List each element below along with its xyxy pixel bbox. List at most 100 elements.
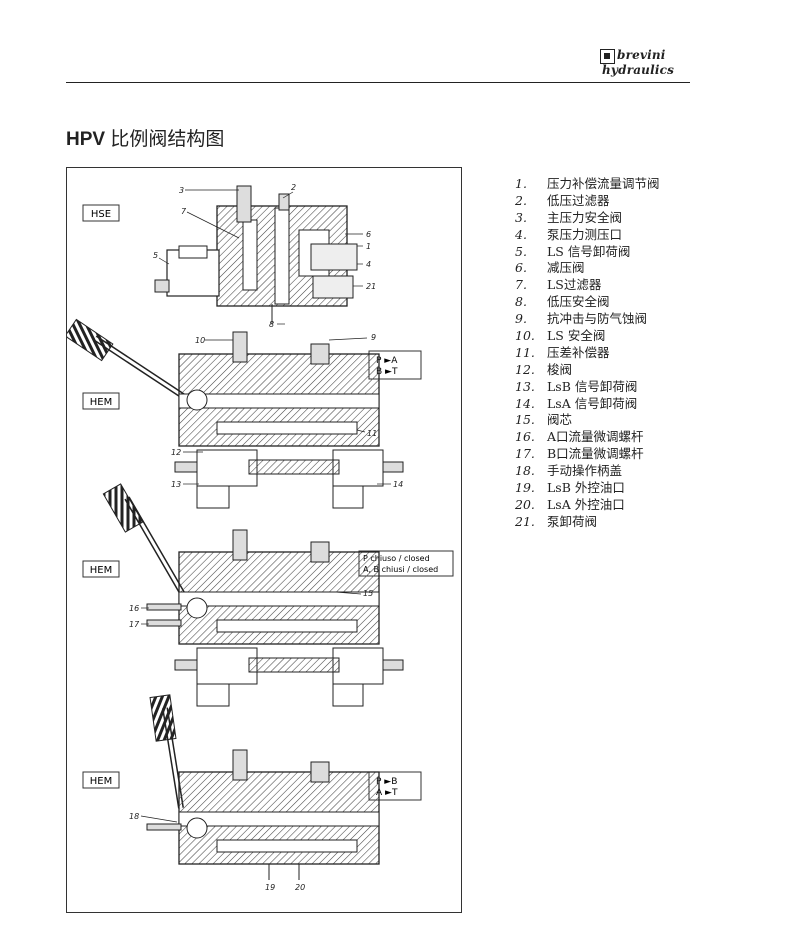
lever-pivot [186,597,208,619]
hse-relief-cartridge [236,185,252,223]
callout-21: 21 [366,282,376,291]
lever-grip [67,318,114,362]
legend-text: 压差补偿器 [547,344,610,360]
legend-item: 21. 泵卸荷阀 [515,514,745,531]
callout-1: 1 [366,242,371,251]
legend-number: 7. [515,277,527,293]
legend-number: 8. [515,294,527,310]
legend-text: LS过滤器 [547,277,602,293]
brand-line2: hydraulics [602,63,675,77]
valve-diagram: HSE HEM P ►A B ►T [67,183,454,892]
legend-text: 主压力安全阀 [547,209,623,225]
page-title: HPV 比例阀结构图 [66,124,224,151]
legend-number: 6. [515,260,527,276]
section-tag: HSE [91,209,111,220]
callout-8: 8 [269,320,274,329]
hse-bore [242,219,258,291]
legend-number: 20. [515,496,535,512]
legend-number: 21. [515,513,535,529]
hem-coil-a [332,683,364,707]
hem-plug-b [174,659,198,671]
section-tag-box [82,771,120,789]
legend-item: 16.A口流量微调螺杆 [515,429,745,446]
fine-adjust-screw-a [146,603,182,611]
legend-text: 压力补偿流量调节阀 [547,176,660,191]
hem-coil-b [196,485,230,509]
callout-4: 4 [366,260,371,269]
hem-compensator [216,421,358,435]
legend-number: 18. [515,463,535,479]
legend-item: 1. 压力补偿流量调节阀 [515,176,745,193]
legend-text: 低压安全阀 [547,294,610,310]
callout-16: 16 [129,604,139,613]
callout-10: 10 [195,336,205,345]
callout-19: 19 [265,883,275,892]
hem-spool [178,811,380,827]
section-tag: HEM [90,776,112,787]
legend-item: 8. 低压安全阀 [515,294,745,311]
hem-coil-b [196,683,230,707]
legend-item: 5.LS 信号卸荷阀 [515,244,745,261]
legend-number: 1. [515,176,527,191]
flow-line1: P ►B [376,777,397,787]
legend-text: LsA 信号卸荷阀 [547,395,638,411]
lever-cover-screw [146,823,182,831]
section-hse: HSE [82,185,358,324]
legend-text: 梭阀 [547,361,573,377]
hse-spool-bore [274,207,290,305]
hse-solenoid [310,243,358,271]
hem-plug-a [382,659,404,671]
hse-unload-valve [312,275,354,299]
legend-number: 2. [515,192,527,208]
lever-pivot [186,389,208,411]
legend-text: LsA 外控油口 [547,496,625,512]
hse-filter-cap [278,193,290,211]
callout-2: 2 [291,183,296,192]
hem-solenoid-a [332,647,384,685]
hem-plug-a [382,461,404,473]
legend-text: LsB 信号卸荷阀 [547,378,638,394]
legend-number: 11. [515,344,535,360]
hem-anti-shock [310,541,330,563]
brand-logo-icon [600,49,615,64]
legend-item: 14.LsA 信号卸荷阀 [515,396,745,413]
hem-solenoid-b [196,449,258,487]
legend-number: 5. [515,243,527,259]
hem-plug-b [174,461,198,473]
legend-item: 9.抗冲击与防气蚀阀 [515,311,745,328]
callout-15: 15 [363,589,373,598]
callout-12: 12 [171,448,181,457]
hem-compensator [216,839,358,853]
legend-text: 阀芯 [547,412,573,428]
legend-number: 12. [515,361,535,377]
legend-text: 减压阀 [547,260,585,276]
callout-18: 18 [129,812,139,821]
callout-5: 5 [153,251,158,260]
legend-text: 泵卸荷阀 [547,513,598,529]
lever-arm-inner [94,336,190,402]
hem-ls-relief [232,331,248,363]
legend-number: 19. [515,480,535,496]
legend-item: 18.手动操作柄盖 [515,463,745,480]
legend-number: 16. [515,429,535,445]
legend-item: 3.主压力安全阀 [515,210,745,227]
section-tag-box [82,392,120,410]
legend-number: 4. [515,226,527,242]
hem-ls-relief [232,749,248,781]
lever-grip [149,694,177,742]
section-tag-box [82,204,120,222]
legend-item: 12. 梭阀 [515,362,745,379]
callout-13: 13 [171,480,181,489]
hem-solenoid-b [196,647,258,685]
callout-17: 17 [129,620,140,629]
flow-line1: P ►A [376,356,398,366]
section-tag: HEM [90,565,112,576]
flow-line2: A ►T [376,788,398,798]
lever-pivot [186,817,208,839]
legend-item: 13.LsB 信号卸荷阀 [515,379,745,396]
legend-item: 10.LS 安全阀 [515,328,745,345]
callout-14: 14 [393,480,403,489]
legend-text: 抗冲击与防气蚀阀 [547,311,648,327]
hem-ls-relief [232,529,248,561]
